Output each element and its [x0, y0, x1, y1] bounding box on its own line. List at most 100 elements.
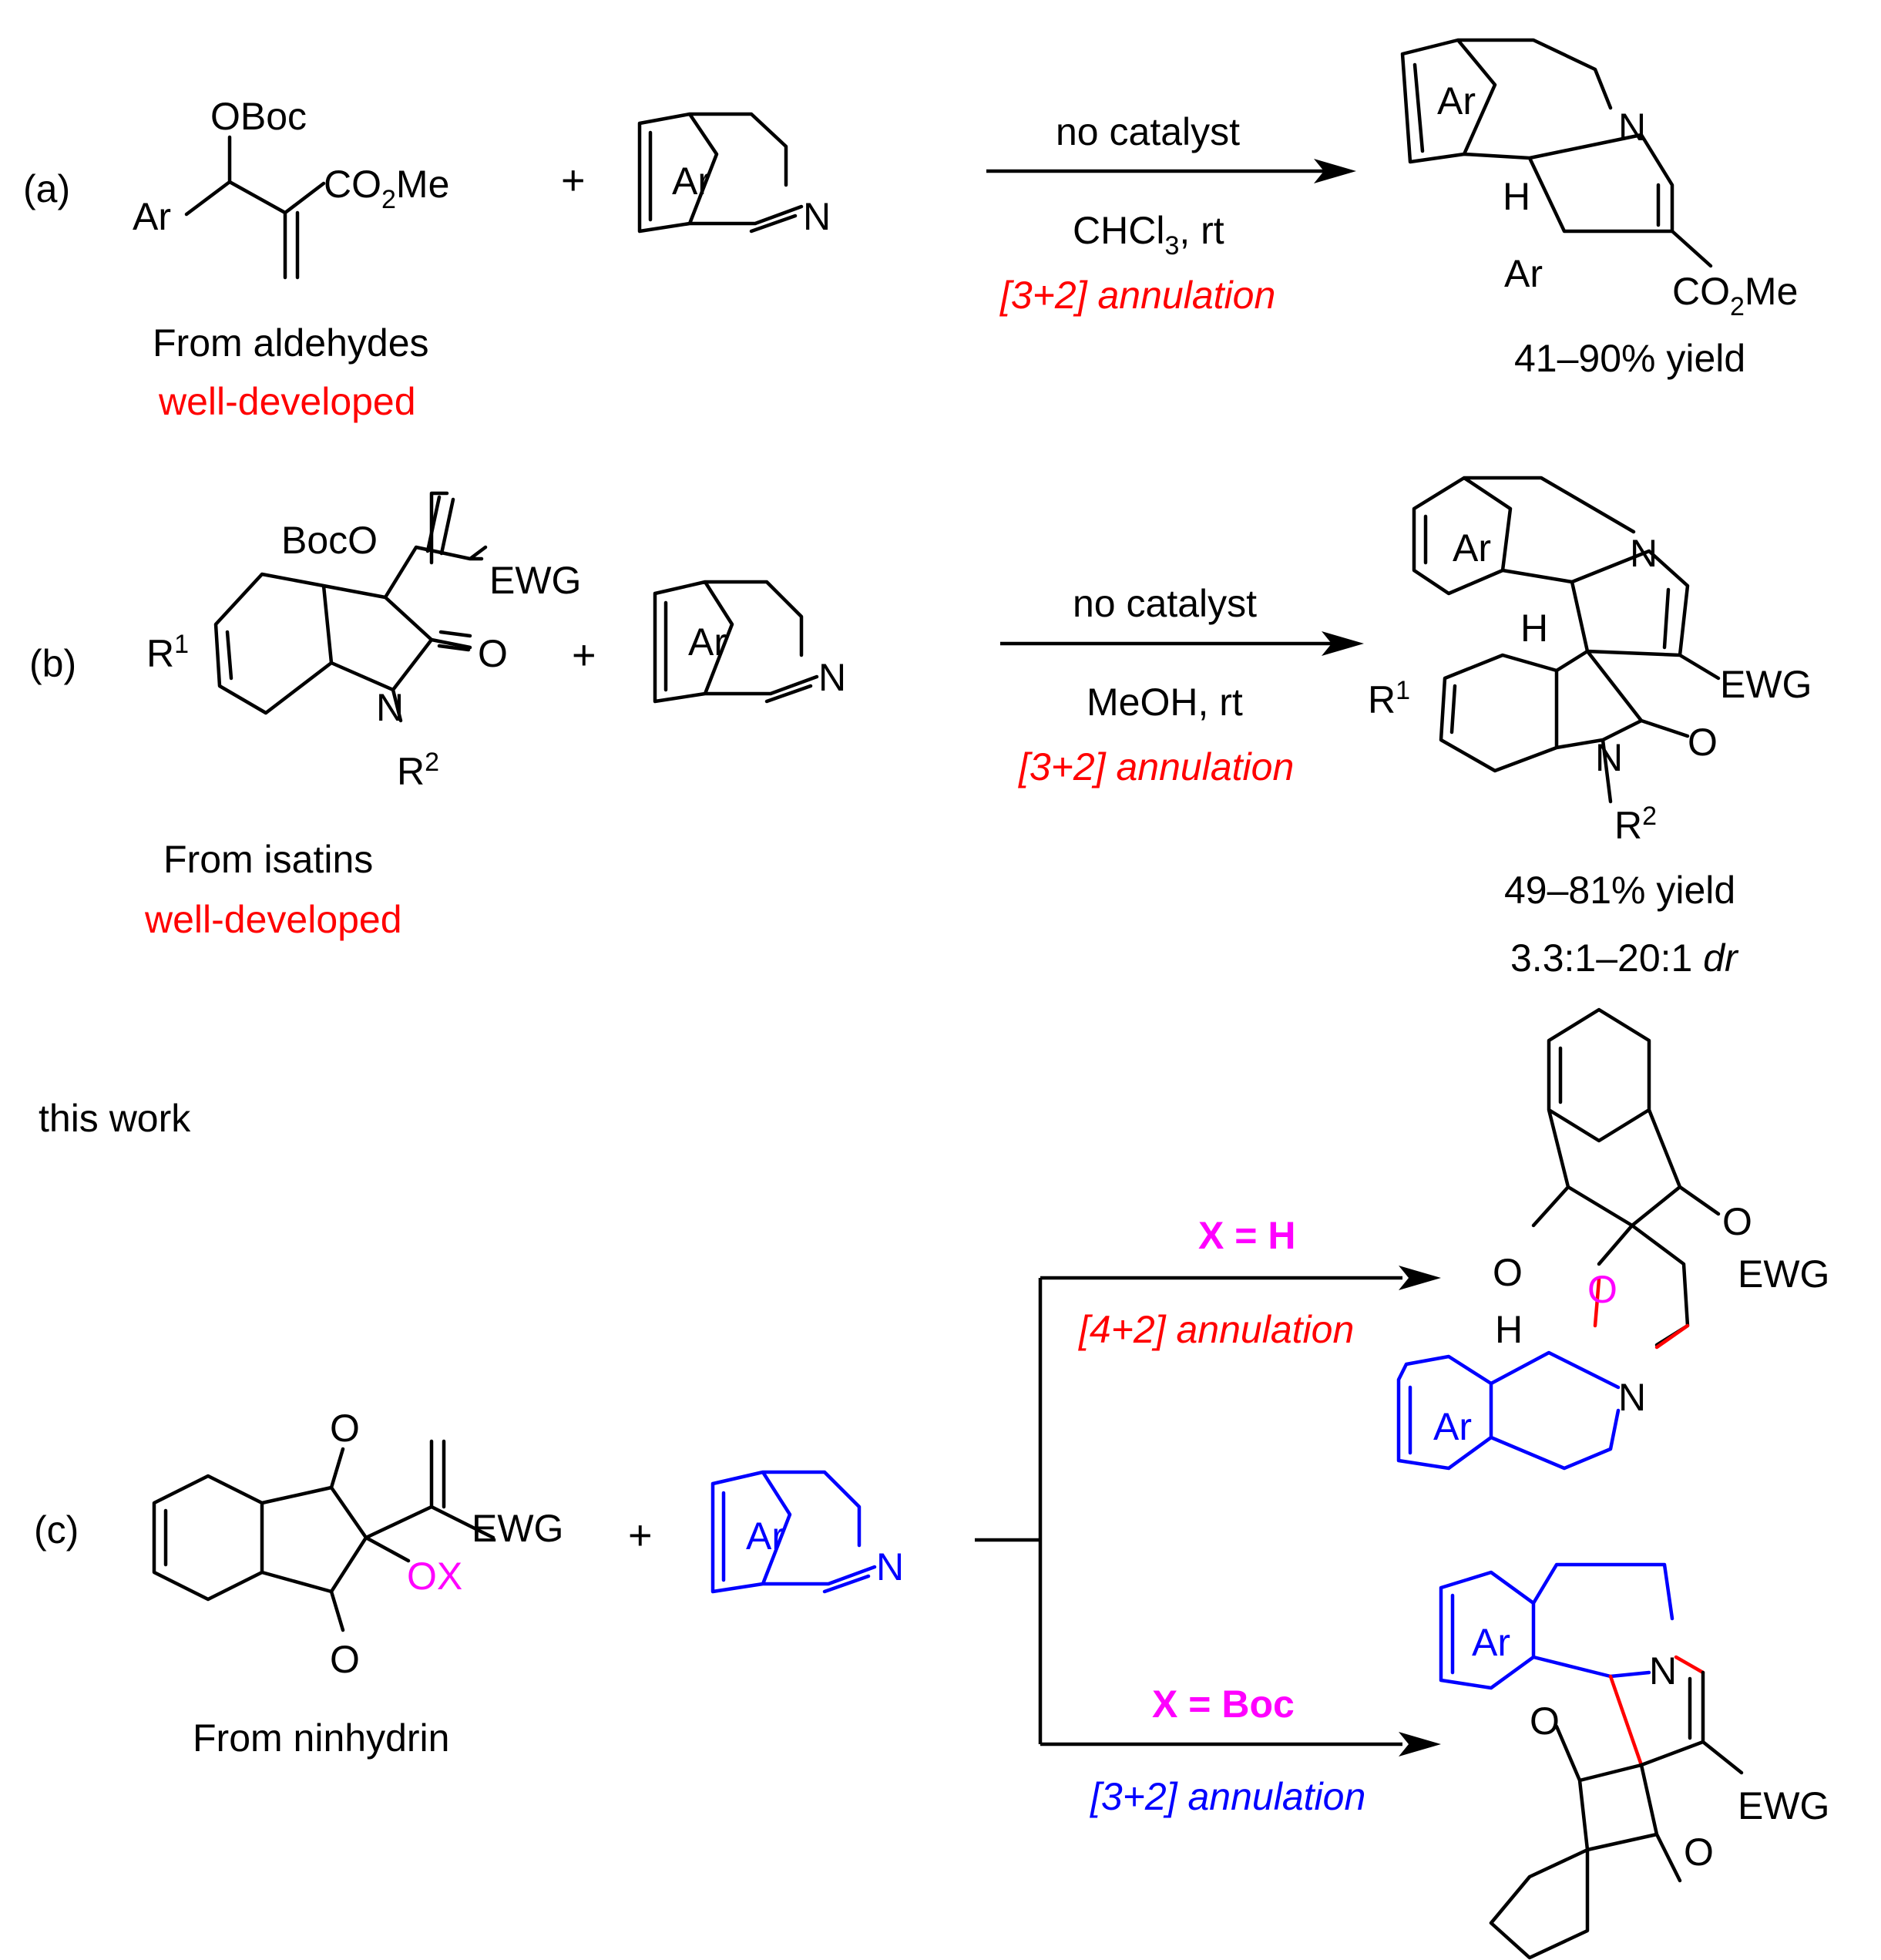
- panel-a-substrate: OBoc Ar CO2Me: [133, 95, 449, 280]
- panel-b-ewg: EWG: [489, 559, 581, 602]
- panel-b-o: O: [478, 632, 508, 675]
- panel-a-substrate-bonds: [184, 135, 326, 280]
- panel-c-ox: OX: [407, 1555, 462, 1598]
- panel-c-lower-condition: X = Boc: [1152, 1683, 1295, 1726]
- panel-a-ar: Ar: [133, 195, 171, 238]
- panel-c-lower-product: Ar N EWG O O: [1439, 1562, 1829, 1960]
- panel-c-lower-product-new-bonds: [1608, 1655, 1705, 1767]
- panel-a-imine-double: [749, 213, 798, 234]
- panel-c-plus: +: [628, 1512, 653, 1558]
- panel-c-upper-ewg: EWG: [1738, 1252, 1829, 1296]
- panel-b-source: From isatins: [163, 838, 373, 881]
- panel-b-product-bonds: [1412, 476, 1721, 804]
- panel-c-heading: this work: [39, 1097, 191, 1140]
- panel-c-upper-o1: O: [1493, 1251, 1523, 1294]
- panel-a-annulation: [3+2] annulation: [999, 274, 1275, 317]
- panel-b-boco: BocO: [281, 519, 378, 562]
- panel-c-upper-n: N: [1618, 1376, 1646, 1419]
- panel-c-lower-o1: O: [1530, 1699, 1560, 1743]
- panel-b-dr: 3.3:1–20:1 dr: [1510, 936, 1739, 980]
- panel-c-substrate-bonds: [152, 1439, 495, 1632]
- panel-a-product-bonds: [1400, 38, 1713, 268]
- panel-a-product-n: N: [1618, 106, 1646, 149]
- panel-a-label: (a): [23, 167, 70, 210]
- panel-c-lower-o2: O: [1684, 1831, 1714, 1874]
- panel-c-upper-annulation: [4+2] annulation: [1078, 1308, 1354, 1351]
- panel-b-arrow-head: [1322, 631, 1364, 656]
- panel-a-co2me: CO2Me: [324, 163, 449, 214]
- panel-b-substrate: BocO EWG R1 O N R2: [146, 491, 581, 793]
- panel-c-label: (c): [34, 1508, 79, 1552]
- panel-c-substrate: O O EWG OX: [152, 1407, 563, 1681]
- panel-b-imine-bonds: [653, 580, 819, 704]
- panel-b-label: (b): [29, 642, 76, 685]
- panel-b-r1: R1: [146, 630, 189, 675]
- panel-b-product-h: H: [1520, 607, 1548, 650]
- panel-b-imine: Ar N: [653, 580, 846, 704]
- panel-b-product-r2: R2: [1614, 802, 1657, 847]
- panel-c-lower-ewg: EWG: [1738, 1784, 1829, 1827]
- panel-a-imine-ar: Ar: [672, 160, 710, 203]
- panel-c-imine-ar: Ar: [746, 1515, 784, 1558]
- panel-a-status: well-developed: [158, 380, 416, 423]
- panel-a-oboc: OBoc: [210, 95, 307, 138]
- panel-c-lower-product-bonds: [1489, 1670, 1744, 1960]
- panel-b-imine-ar: Ar: [688, 620, 727, 664]
- panel-c-upper-arrow-head: [1399, 1266, 1441, 1290]
- panel-c-lower-arrow-head: [1399, 1732, 1441, 1757]
- panel-b-n: N: [376, 686, 404, 729]
- panel-a-arrow-head: [1314, 159, 1356, 183]
- panel-a-yield: 41–90% yield: [1514, 337, 1745, 380]
- panel-c-o-top: O: [330, 1407, 360, 1450]
- panel-b-arrow-bottom: MeOH, rt: [1087, 681, 1243, 724]
- panel-a-product-ar-ring: Ar: [1437, 79, 1476, 123]
- panel-b-yield: 49–81% yield: [1504, 869, 1735, 912]
- panel-b: (b) BocO EWG R1 O N R2 + Ar N no catalys…: [29, 476, 1812, 980]
- panel-a-source: From aldehydes: [153, 321, 429, 365]
- panel-c-upper-ar: Ar: [1433, 1405, 1472, 1448]
- panel-a-arrow-bottom: CHCl3, rt: [1073, 209, 1224, 261]
- panel-b-imine-n: N: [818, 656, 846, 699]
- panel-b-annulation: [3+2] annulation: [1018, 745, 1294, 788]
- panel-c-upper-h: H: [1495, 1308, 1523, 1351]
- panel-b-product-o: O: [1688, 721, 1718, 764]
- panel-a-product: Ar N H Ar CO2Me: [1400, 38, 1798, 321]
- panel-b-arrow-top: no catalyst: [1073, 582, 1257, 625]
- panel-a-imine: Ar N: [637, 112, 831, 238]
- panel-c: this work (c) O O EWG OX + Ar N From nin…: [34, 1007, 1829, 1960]
- panel-b-status: well-developed: [144, 898, 402, 941]
- panel-c-lower-n: N: [1649, 1649, 1677, 1693]
- panel-c-upper-product-blue-bonds: [1396, 1350, 1621, 1471]
- panel-c-upper-product-bonds: [1531, 1007, 1721, 1347]
- panel-c-imine-bonds: [710, 1470, 877, 1594]
- panel-c-imine: Ar N: [710, 1470, 904, 1594]
- panel-c-lower-product-blue-bonds: [1439, 1562, 1674, 1690]
- panel-a-plus: +: [561, 157, 586, 203]
- panel-b-plus: +: [572, 632, 596, 678]
- panel-c-ewg: EWG: [472, 1507, 563, 1550]
- panel-c-upper-o2: O: [1722, 1200, 1752, 1243]
- panel-b-product: Ar N H EWG R1 N O R2: [1368, 476, 1812, 847]
- panel-a-product-co2me: CO2Me: [1672, 270, 1798, 321]
- panel-c-o-bottom: O: [330, 1638, 360, 1681]
- panel-a: (a) OBoc Ar CO2Me + Ar N no catalyst CHC…: [23, 38, 1798, 423]
- panel-c-upper-condition: X = H: [1198, 1214, 1295, 1257]
- panel-c-lower-ar: Ar: [1472, 1621, 1510, 1664]
- panel-c-upper-o-ring: O: [1587, 1268, 1617, 1311]
- panel-a-imine-n: N: [803, 195, 831, 238]
- panel-c-upper-product: O O O EWG H N Ar: [1396, 1007, 1829, 1471]
- panel-b-product-n: N: [1630, 532, 1658, 575]
- panel-a-arrow-top: no catalyst: [1056, 110, 1240, 153]
- panel-b-substrate-extra: [425, 495, 472, 652]
- panel-c-source: From ninhydrin: [193, 1716, 449, 1760]
- panel-b-product-ar: Ar: [1453, 526, 1491, 570]
- panel-a-imine-bonds: [637, 112, 804, 234]
- panel-b-product-r1: R1: [1368, 676, 1410, 721]
- panel-b-r2: R2: [397, 748, 439, 793]
- panel-a-product-h: H: [1503, 175, 1530, 218]
- panel-c-imine-n: N: [876, 1545, 904, 1589]
- panel-b-product-n2: N: [1595, 736, 1623, 779]
- panel-c-lower-annulation: [3+2] annulation: [1090, 1775, 1365, 1818]
- panel-b-product-ewg: EWG: [1720, 663, 1812, 706]
